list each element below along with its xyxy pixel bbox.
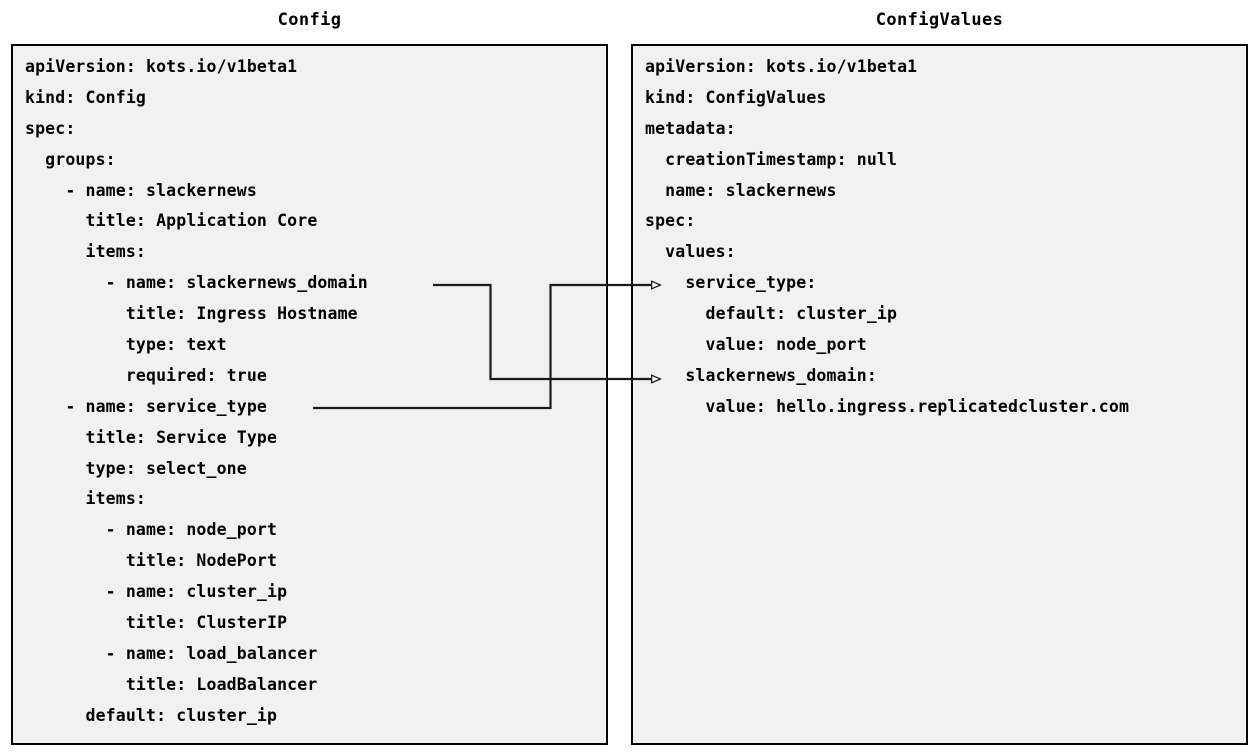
config-yaml-line-7: - name: slackernews_domain [25,273,368,293]
config-yaml-line-20: title: LoadBalancer [25,674,318,694]
configvalues-yaml-line-4: name: slackernews [645,180,837,200]
configvalues-yaml-line-0: apiVersion: kots.io/v1beta1 [645,57,918,76]
config-yaml-line-8: title: Ingress Hostname [25,304,358,324]
config-yaml-line-18: title: ClusterIP [25,613,288,633]
configvalues-panel-title: ConfigValues [875,10,1004,30]
config-panel: apiVersion: kots.io/v1beta1 kind: Config s… [11,44,608,745]
config-yaml-line-19: - name: load_balancer [25,643,318,663]
config-yaml-line-0: apiVersion: kots.io/v1beta1 [25,57,298,76]
config-yaml-line-12: title: Service Type [25,427,278,447]
config-yaml-line-16: title: NodePort [25,551,278,571]
config-yaml-line-13: type: select_one [25,458,247,478]
configvalues-panel: apiVersion: kots.io/v1beta1 kind: ConfigV… [631,44,1248,745]
configvalues-yaml-block: apiVersion: kots.io/v1beta1 kind: ConfigV… [645,52,1242,423]
configvalues-yaml-line-5: spec: [645,211,696,231]
config-yaml-line-11: - name: service_type [25,396,268,416]
config-yaml-line-17: - name: cluster_ip [25,582,288,602]
configvalues-yaml-line-6: values: [645,242,736,262]
config-yaml-line-9: type: text [25,335,227,355]
configvalues-yaml-line-1: kind: ConfigValues [645,87,827,107]
configvalues-yaml-line-11: value: hello.ingress.replicatedcluster.c… [645,396,1130,416]
config-yaml-line-5: title: Application Core [25,211,318,231]
configvalues-yaml-line-3: creationTimestamp: null [645,149,898,169]
configvalues-yaml-line-10: slackernews_domain: [645,365,877,385]
config-yaml-line-4: - name: slackernews [25,180,257,200]
config-yaml-line-21: default: cluster_ip [25,705,278,725]
configvalues-yaml-line-7: service_type: [645,273,817,293]
config-yaml-block: apiVersion: kots.io/v1beta1 kind: Config s… [25,52,602,732]
configvalues-yaml-line-2: metadata: [645,118,736,138]
config-yaml-line-2: spec: [25,118,76,138]
config-yaml-line-10: required: true [25,365,268,385]
config-panel-title: Config [277,10,342,30]
config-yaml-line-14: items: [25,489,147,509]
config-yaml-line-6: items: [25,242,147,262]
config-yaml-line-1: kind: Config [25,87,147,107]
config-yaml-line-3: groups: [25,149,116,169]
configvalues-yaml-line-8: default: cluster_ip [645,304,898,324]
configvalues-yaml-line-9: value: node_port [645,335,867,355]
config-yaml-line-15: - name: node_port [25,520,278,540]
